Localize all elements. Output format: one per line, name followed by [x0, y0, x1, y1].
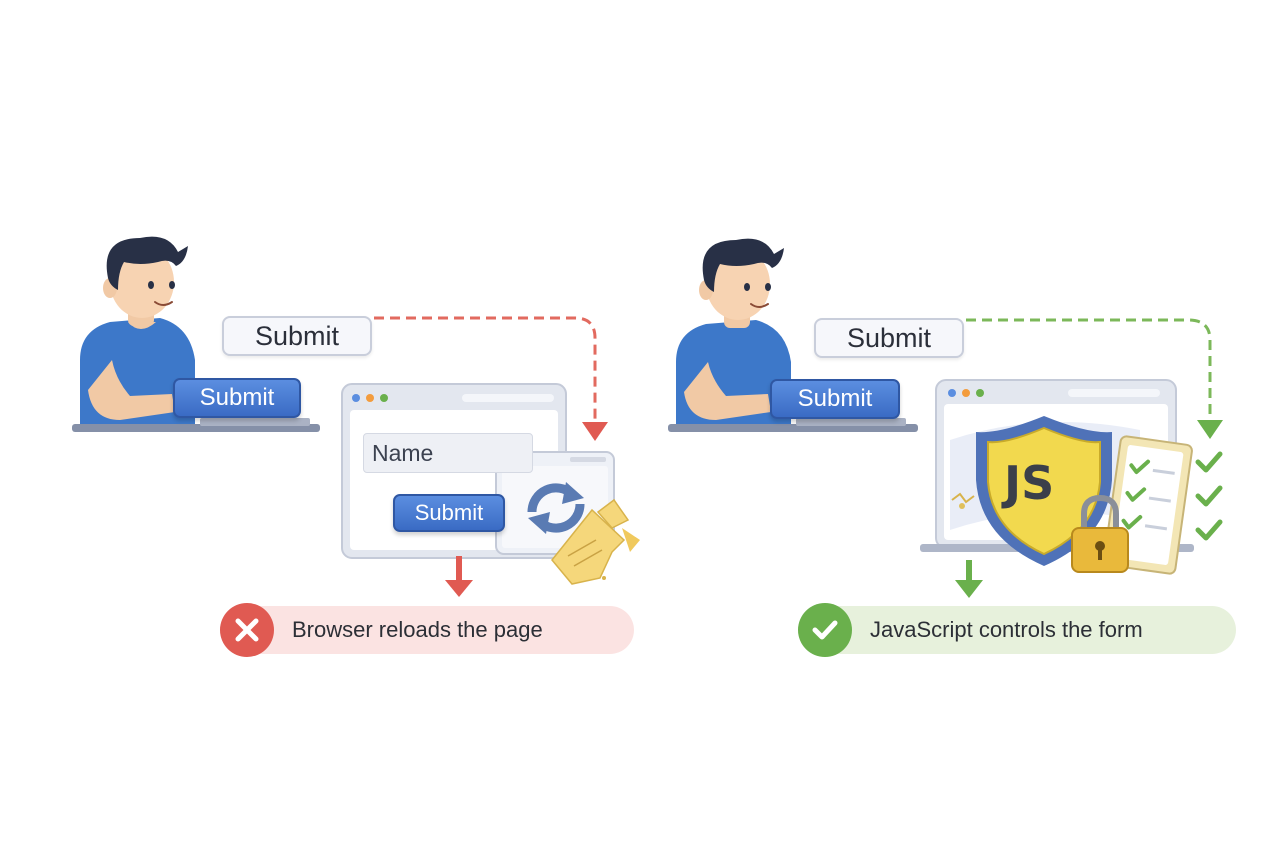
reload-icon [527, 482, 585, 534]
check-column [1195, 451, 1223, 541]
name-field[interactable]: Name [363, 433, 533, 473]
dashed-connector [374, 316, 597, 422]
laptop-submit-button[interactable]: Submit [173, 378, 301, 418]
js-shield-label: JS [1004, 456, 1055, 510]
torn-paper [551, 498, 640, 585]
js-result-text: JavaScript controls the form [870, 617, 1143, 642]
person-illustration [676, 238, 791, 430]
padlock-icon [1071, 494, 1129, 573]
js-result-pill: JavaScript controls the form [798, 603, 1236, 657]
down-arrow-shaft [966, 560, 972, 582]
connector-arrowhead [1197, 420, 1223, 439]
form-submit-button[interactable]: Submit [393, 494, 505, 532]
down-arrow-shaft [456, 556, 462, 582]
down-arrow-head [955, 580, 983, 598]
laptop-submit-button[interactable]: Submit [770, 379, 900, 419]
right-panel: JS Submit Submit JavaScript controls the… [600, 0, 1240, 853]
left-panel: Submit Submit Name Submit Browser reload… [72, 236, 640, 657]
success-icon [798, 603, 852, 657]
down-arrow-head [445, 580, 473, 597]
right-illustration [668, 238, 1223, 598]
connector-arrowhead [582, 422, 608, 441]
left-illustration [72, 236, 640, 597]
reload-result-pill: Browser reloads the page [220, 603, 634, 657]
submit-label: Submit [222, 316, 372, 356]
reload-result-text: Browser reloads the page [292, 617, 543, 642]
error-icon [220, 603, 274, 657]
person-illustration [80, 236, 195, 430]
submit-label: Submit [814, 318, 964, 358]
